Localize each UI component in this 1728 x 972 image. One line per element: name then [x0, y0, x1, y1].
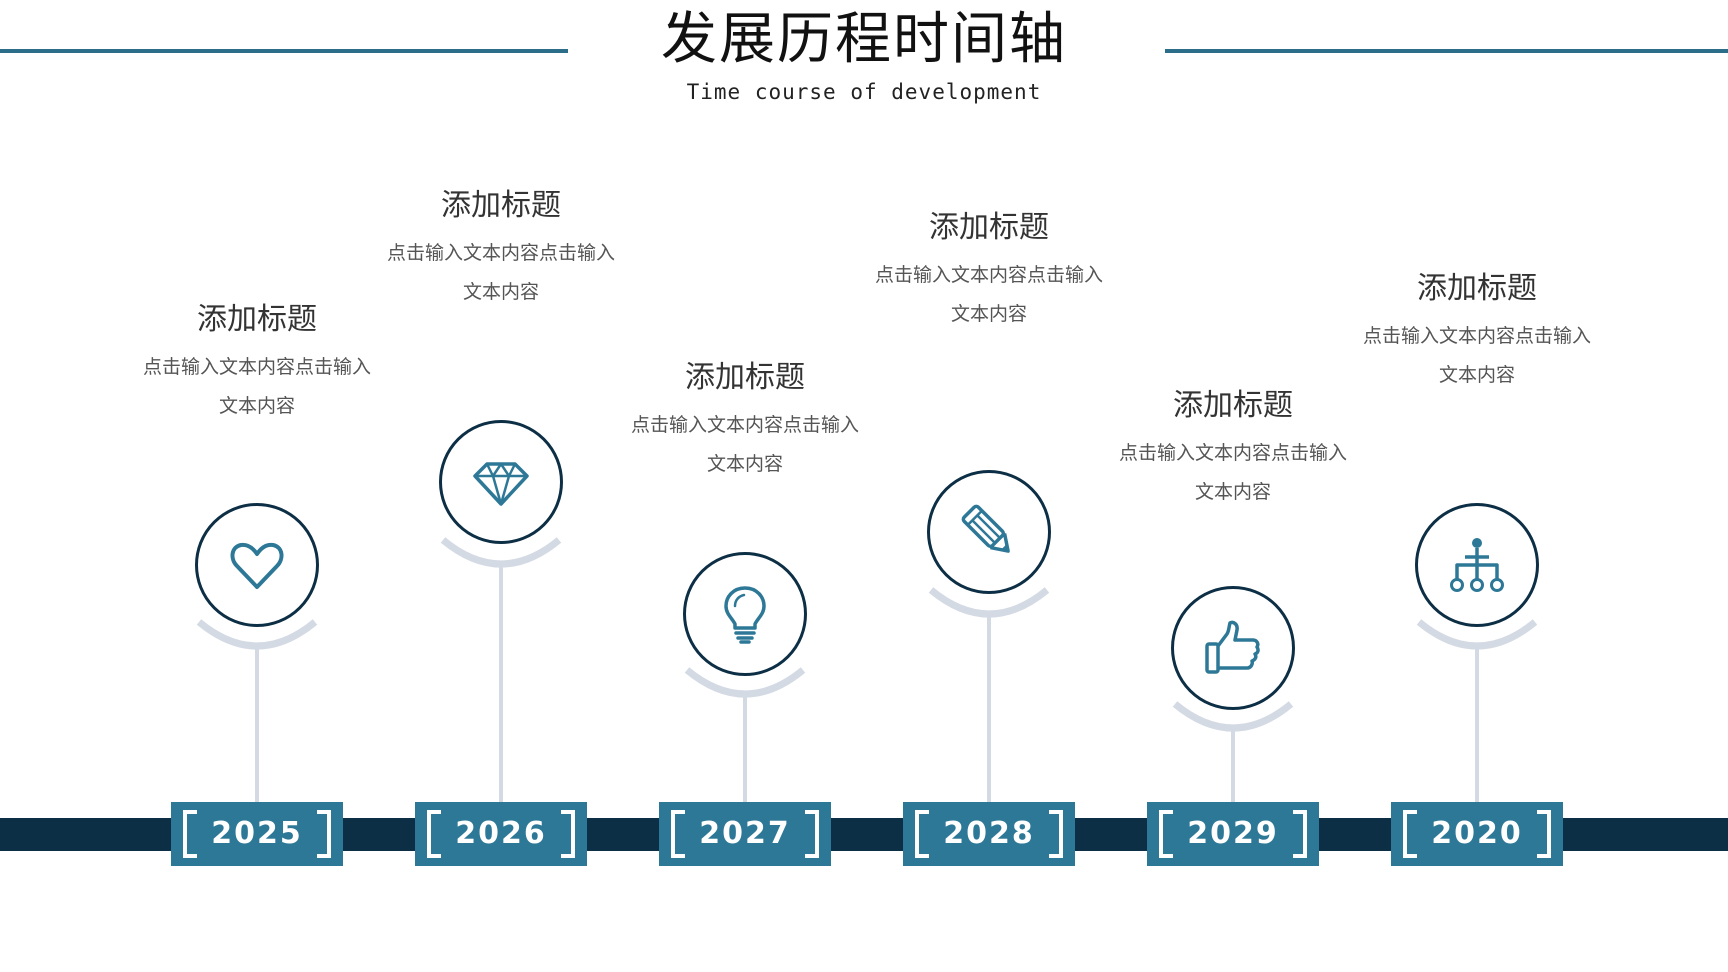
- milestone-text-line2: 文本内容: [462, 281, 539, 303]
- milestone-text-line2: 文本内容: [1194, 481, 1271, 503]
- page-subtitle: Time course of development: [686, 80, 1042, 104]
- year-badge-2029[interactable]: 2029: [1147, 802, 1319, 866]
- milestone-title: 添加标题: [929, 210, 1049, 245]
- milestone-card: 添加标题 点击输入文本内容点击输入 文本内容: [595, 356, 895, 484]
- thumbs-up-icon: [1205, 620, 1260, 674]
- pencil-icon: [961, 504, 1010, 553]
- milestone-2028: 添加标题 点击输入文本内容点击输入 文本内容: [839, 0, 1139, 820]
- milestone-icon-circle[interactable]: [927, 470, 1051, 594]
- milestone-stem: [1475, 645, 1479, 805]
- milestone-text-line1: 点击输入文本内容点击输入: [1362, 325, 1591, 347]
- milestone-title: 添加标题: [197, 302, 317, 337]
- milestone-card: 添加标题 点击输入文本内容点击输入 文本内容: [839, 206, 1139, 334]
- year-badge-2026[interactable]: 2026: [415, 802, 587, 866]
- diamond-icon: [473, 462, 529, 506]
- milestone-stem: [743, 693, 747, 805]
- milestone-title: 添加标题: [1173, 388, 1293, 423]
- lightbulb-icon: [724, 586, 766, 644]
- milestone-text-line2: 文本内容: [706, 453, 783, 475]
- year-label: 2029: [1187, 816, 1279, 851]
- milestone-2026: 添加标题 点击输入文本内容点击输入 文本内容: [351, 0, 651, 820]
- milestone-title: 添加标题: [1417, 271, 1537, 306]
- milestone-icon-circle[interactable]: [195, 503, 319, 627]
- milestone-2029: 添加标题 点击输入文本内容点击输入 文本内容: [1083, 0, 1383, 820]
- milestone-2027: 添加标题 点击输入文本内容点击输入 文本内容: [595, 0, 895, 820]
- year-badge-2025[interactable]: 2025: [171, 802, 343, 866]
- milestone-text-line2: 文本内容: [950, 303, 1027, 325]
- milestone-icon-circle[interactable]: [439, 420, 563, 544]
- milestone-2025: 添加标题 点击输入文本内容点击输入 文本内容: [107, 0, 407, 820]
- milestone-card: 添加标题 点击输入文本内容点击输入 文本内容: [1083, 384, 1383, 512]
- milestone-icon-circle[interactable]: [683, 552, 807, 676]
- milestone-stem: [255, 645, 259, 805]
- milestone-stem: [1231, 727, 1235, 805]
- milestone-icon-circle[interactable]: [1171, 586, 1295, 710]
- year-label: 2025: [211, 816, 303, 851]
- milestone-text-line1: 点击输入文本内容点击输入: [1118, 442, 1347, 464]
- year-badge-2028[interactable]: 2028: [903, 802, 1075, 866]
- page-title: 发展历程时间轴: [661, 7, 1067, 72]
- milestone-stem: [987, 613, 991, 805]
- year-label: 2020: [1431, 816, 1523, 851]
- milestone-title: 添加标题: [685, 360, 805, 395]
- year-badge-2027[interactable]: 2027: [659, 802, 831, 866]
- year-label: 2027: [699, 816, 791, 851]
- milestone-text-line1: 点击输入文本内容点击输入: [630, 414, 859, 436]
- year-badge-2020[interactable]: 2020: [1391, 802, 1563, 866]
- milestone-2020: 添加标题 点击输入文本内容点击输入 文本内容: [1327, 0, 1627, 820]
- header-rule-right: [1165, 49, 1728, 53]
- milestone-card: 添加标题 点击输入文本内容点击输入 文本内容: [107, 298, 407, 426]
- year-label: 2026: [455, 816, 547, 851]
- milestone-text-line2: 文本内容: [218, 395, 295, 417]
- milestone-text-line1: 点击输入文本内容点击输入: [874, 264, 1103, 286]
- milestone-icon-circle[interactable]: [1415, 503, 1539, 627]
- milestone-text-line1: 点击输入文本内容点击输入: [142, 356, 371, 378]
- milestone-text-line1: 点击输入文本内容点击输入: [386, 242, 615, 264]
- milestone-stem: [499, 563, 503, 805]
- milestone-card: 添加标题 点击输入文本内容点击输入 文本内容: [1327, 267, 1627, 395]
- milestone-title: 添加标题: [441, 188, 561, 223]
- hierarchy-icon: [1450, 538, 1504, 592]
- header-rule-left: [0, 49, 568, 53]
- milestone-text-line2: 文本内容: [1438, 364, 1515, 386]
- milestone-card: 添加标题 点击输入文本内容点击输入 文本内容: [351, 184, 651, 312]
- year-label: 2028: [943, 816, 1035, 851]
- heart-icon: [230, 542, 284, 589]
